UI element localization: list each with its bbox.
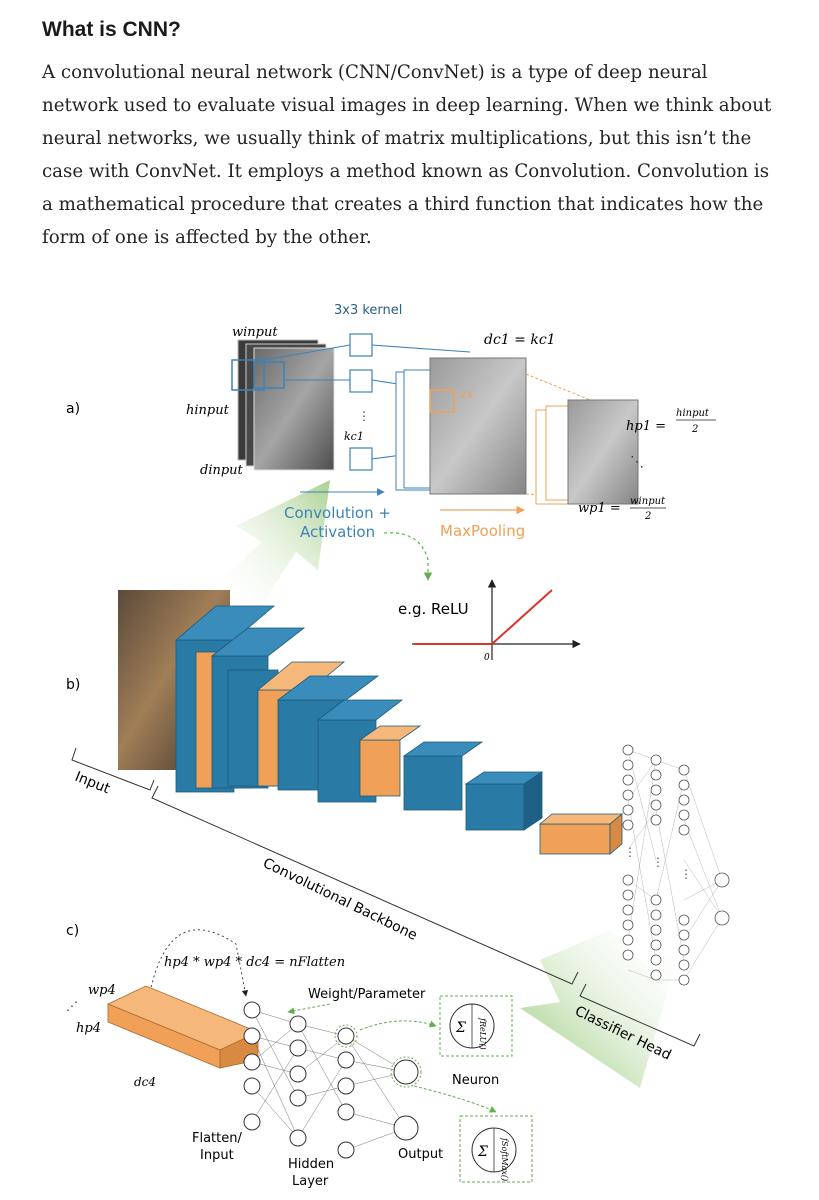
panel-c-classifier: hp4 * wp4 * dc4 = nFlatten wp4 ⋰ hp4 dc4	[66, 929, 533, 1189]
flatten-equation: hp4 * wp4 * dc4 = nFlatten	[164, 955, 345, 970]
h-input-label: hinput	[186, 403, 230, 418]
hp1-fraction-den: 2	[691, 424, 698, 435]
backbone-bracket-label: Convolutional Backbone	[260, 855, 419, 944]
k-c1-label: kc1	[344, 430, 364, 443]
conv-activation-label-1: Convolution +	[284, 504, 391, 522]
hp1-fraction-num: hinput	[676, 408, 710, 419]
w-p4-label: wp4	[88, 983, 116, 998]
output-sigma: Σ	[477, 1144, 488, 1160]
conv-activation-label-2: Activation	[300, 523, 375, 541]
maxpooling-label: MaxPooling	[440, 522, 525, 540]
flatten-input-label-1: Flatten/	[192, 1131, 242, 1146]
panel-c-label: c)	[66, 923, 79, 939]
wp1-fraction-num: winput	[630, 496, 666, 507]
two-x-label: 2X	[460, 390, 473, 401]
cnn-architecture-figure: a) b) c) winput hinput dinput 3x3 kernel…	[66, 303, 730, 1189]
wp1-fraction-den: 2	[644, 511, 651, 522]
output-label: Output	[398, 1147, 443, 1162]
classifier-network	[627, 749, 723, 981]
hp1-equation: hp1 =	[626, 419, 666, 434]
neuron-relu-fn: fReLU()	[478, 1017, 487, 1050]
svg-text:⋮: ⋮	[358, 409, 370, 423]
d-c4-label: dc4	[134, 1075, 156, 1089]
svg-text:⋮: ⋮	[624, 845, 636, 859]
article-paragraph: A convolutional neural network (CNN/Conv…	[42, 62, 772, 248]
dc1-equation: dc1 = kc1	[484, 332, 556, 348]
green-arrow-up	[220, 480, 330, 604]
neuron-sigma: Σ	[455, 1020, 466, 1036]
weight-parameter-label: Weight/Parameter	[308, 987, 426, 1002]
wp1-equation: wp1 =	[578, 501, 621, 516]
hidden-layer-label-1: Hidden	[288, 1157, 334, 1172]
svg-text:⋱: ⋱	[630, 455, 644, 470]
hidden-layer-label-2: Layer	[292, 1174, 329, 1189]
svg-text:⋰: ⋰	[66, 999, 78, 1013]
output-softmax-fn: fSoftMax()	[500, 1137, 509, 1181]
output-neuron-box	[459, 1115, 533, 1183]
svg-text:⋮: ⋮	[652, 855, 664, 869]
d-input-label: dinput	[200, 463, 244, 478]
neuron-label: Neuron	[452, 1073, 499, 1088]
svg-text:⋮: ⋮	[680, 867, 692, 881]
relu-plot: e.g. ReLU 0	[398, 579, 581, 663]
panel-a-convolution: winput hinput dinput 3x3 kernel ⋮ kc1 2X…	[186, 303, 716, 581]
flatten-input-label-2: Input	[200, 1148, 234, 1163]
relu-zero: 0	[484, 653, 490, 663]
panel-b-label: b)	[66, 677, 80, 693]
page-title: What is CNN?	[42, 18, 181, 41]
kernel-label: 3x3 kernel	[334, 303, 402, 318]
green-arrow-down	[520, 930, 680, 1088]
panel-a-label: a)	[66, 401, 80, 417]
neuron-detail-box	[439, 995, 513, 1057]
h-p4-label: hp4	[76, 1021, 101, 1036]
relu-label: e.g. ReLU	[398, 600, 469, 618]
w-input-label: winput	[232, 325, 278, 340]
